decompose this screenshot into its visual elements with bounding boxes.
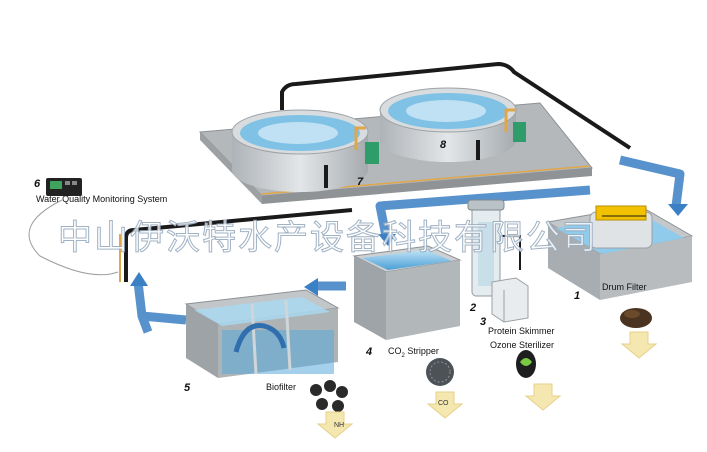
bio-media-icon [310, 380, 348, 412]
label-number-5: 5 [184, 382, 191, 394]
drum-filter [546, 205, 694, 300]
supply-pipe [280, 61, 632, 150]
label-number-6: 6 [34, 178, 41, 190]
output-arrows [316, 331, 658, 439]
co2-stripper [352, 245, 462, 340]
label-number-1: 1 [574, 290, 581, 302]
platform-edge [262, 168, 592, 204]
label-number-7: 7 [357, 176, 364, 188]
chem-co2: CO [438, 400, 449, 407]
co2-media-icon [426, 358, 454, 386]
tank-8-outlet [513, 122, 526, 142]
flow-arrows [133, 155, 685, 334]
sludge-icon [620, 308, 652, 328]
ozone-icon [516, 350, 536, 378]
watermark: 中山伊沃特水产设备科技有限公司 [58, 218, 598, 259]
label-number-3: 3 [480, 316, 487, 328]
label-co2-stripper: CO2 Stripper [388, 346, 439, 359]
label-biofilter: Biofilter [266, 382, 297, 392]
label-number-8: 8 [440, 139, 447, 151]
chem-nh: NH [334, 422, 345, 429]
biofilter [184, 289, 340, 378]
label-number-2: 2 [470, 302, 477, 314]
monitor-cable [28, 199, 119, 276]
label-protein-skimmer: Protein Skimmer [488, 326, 555, 336]
label-ozone-sterilizer: Ozone Sterilizer [490, 340, 555, 350]
return-pipe [124, 208, 353, 282]
protein-skimmer [467, 199, 521, 297]
ozone-sterilizer [491, 277, 529, 323]
label-number-4: 4 [366, 346, 373, 358]
fish-tank-7 [231, 109, 369, 192]
tank-7-outlet [365, 142, 379, 164]
label-drum-filter: Drum Filter [602, 282, 647, 292]
fish-tank-8 [379, 87, 517, 162]
label-water-quality-monitoring: Water Quality Monitoring System [36, 194, 168, 204]
